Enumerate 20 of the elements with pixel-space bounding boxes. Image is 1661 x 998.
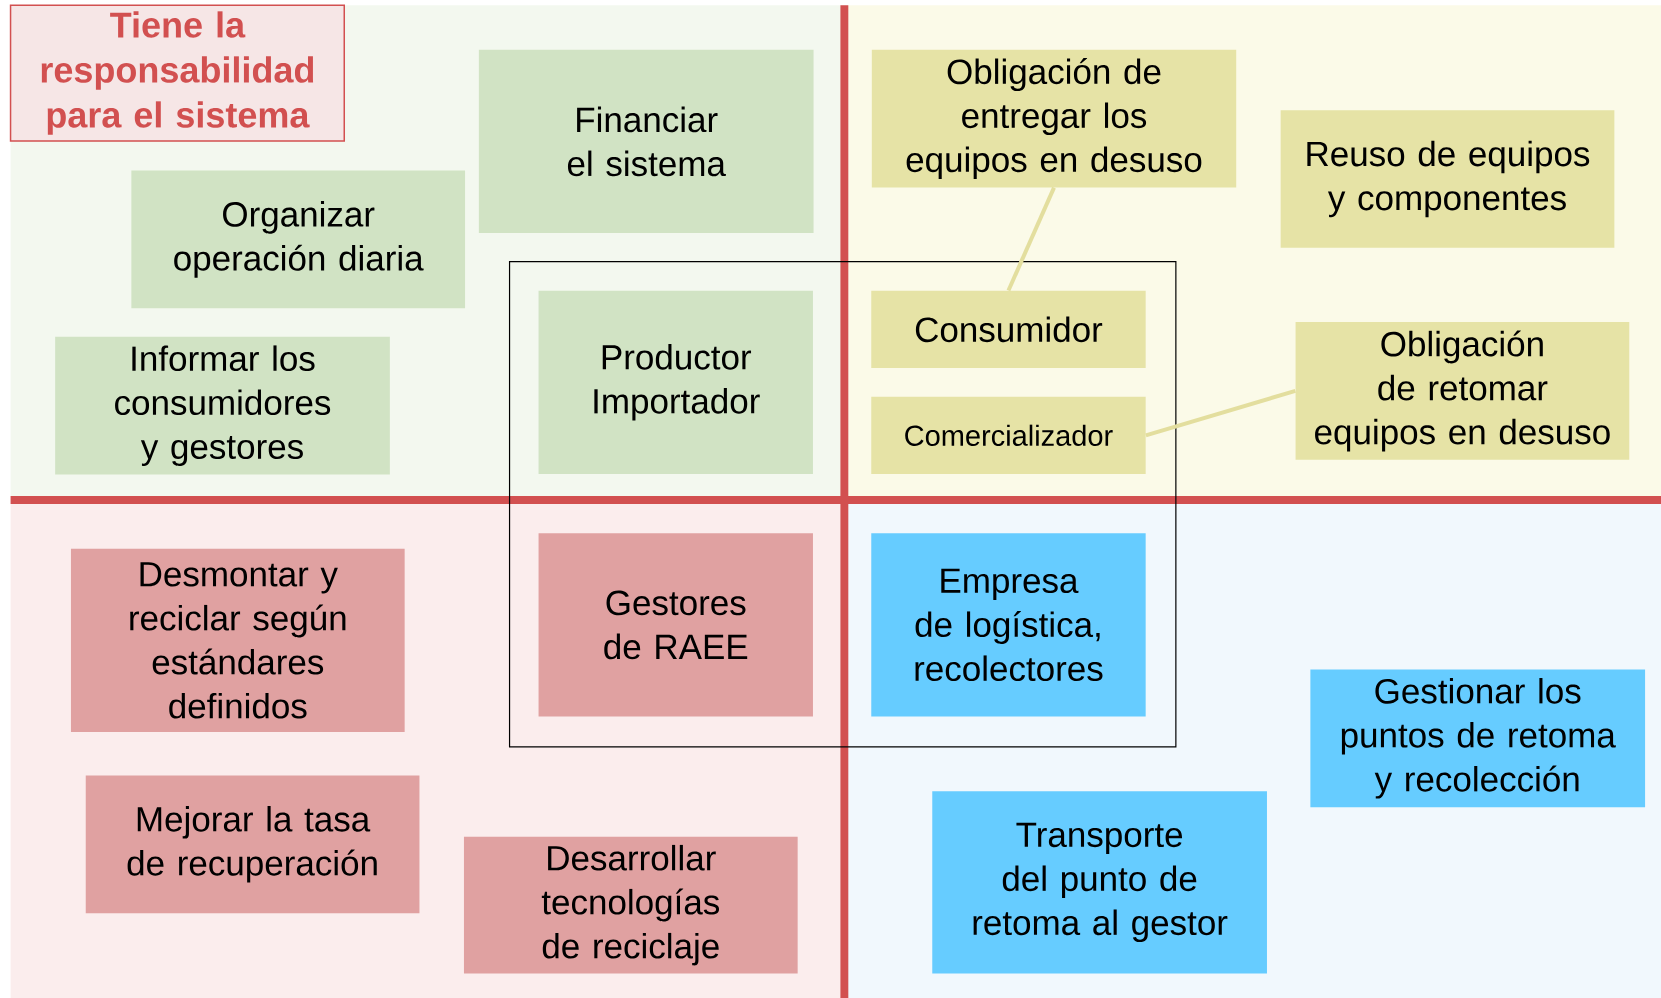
task-box: Productor Importador: [538, 290, 813, 474]
task-box: Organizar operación diaria: [131, 170, 466, 309]
task-box: Gestionar los puntos de retoma y recolección: [1310, 669, 1646, 808]
group-outline: [508, 261, 1177, 748]
connector-line: [1006, 186, 1056, 292]
task-box: Empresa de logística, recolectores: [871, 533, 1146, 717]
task-box: Informar los consumidores y gestores: [55, 336, 390, 475]
connector-line: [1145, 389, 1296, 438]
task-box: Mejorar la tasa de recuperación: [85, 775, 420, 914]
task-box: Comercializador: [871, 396, 1146, 474]
task-box: Desarrollar tecnologías de reciclaje: [463, 836, 798, 974]
task-box: Reuso de equipos y componentes: [1280, 110, 1615, 248]
task-box: Consumidor: [871, 290, 1146, 368]
task-box: Desmontar y reciclar según estándares definidos: [70, 548, 405, 733]
task-box: Financiar el sistema: [478, 49, 814, 234]
title-box: Tiene la responsabilidad para el sistema: [9, 4, 345, 142]
task-box: Transporte del punto de retoma al gestor: [932, 791, 1267, 974]
task-box: Gestores de RAEE: [538, 533, 813, 717]
task-box: Obligación de entregar los equipos en desuso: [871, 49, 1237, 188]
task-box: Obligación de retomar equipos en desuso: [1295, 322, 1630, 460]
